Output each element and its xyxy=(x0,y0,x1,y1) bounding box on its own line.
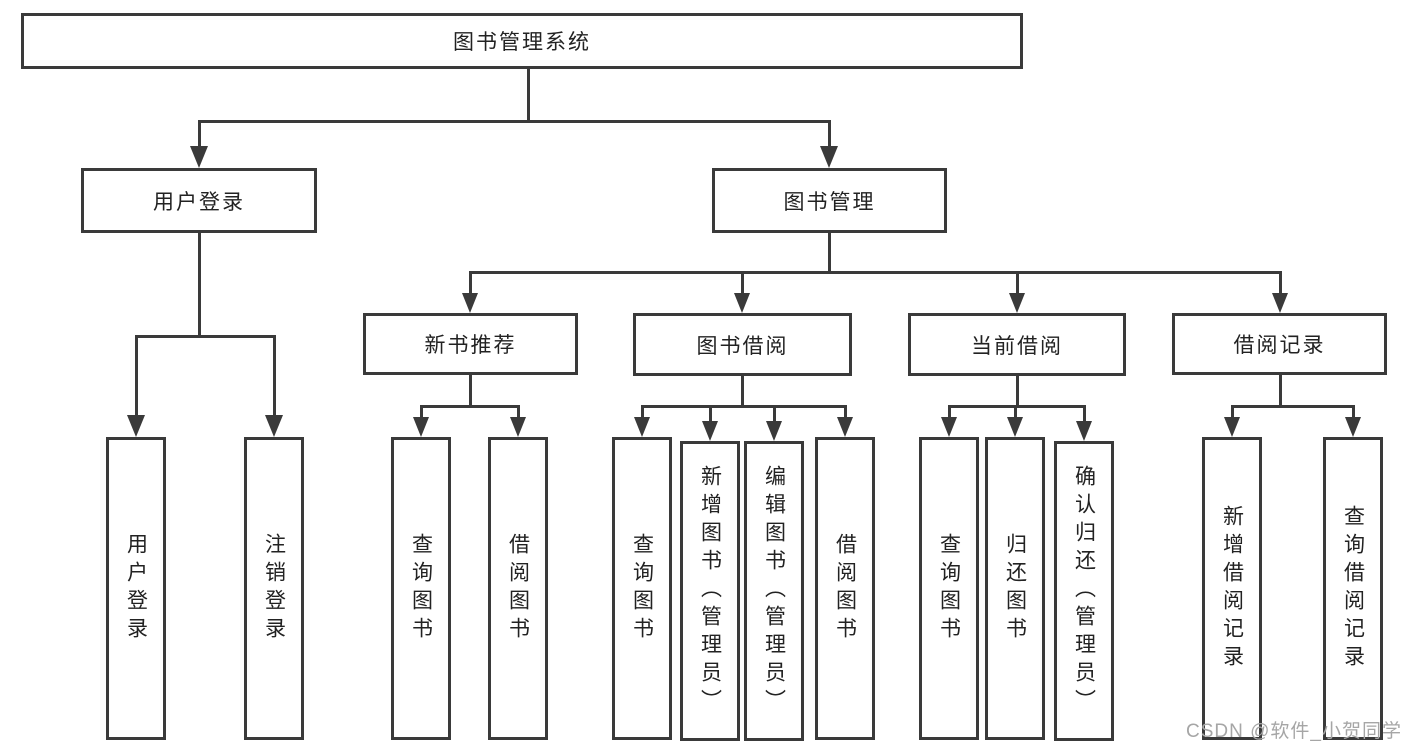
node-label: 借阅记录 xyxy=(1233,334,1326,357)
node-label: 图书借阅 xyxy=(696,334,789,358)
connector-line xyxy=(1278,271,1282,293)
arrowhead-down-icon xyxy=(766,421,782,441)
connector-line xyxy=(708,405,712,421)
connector-line xyxy=(134,335,276,338)
connector-line xyxy=(197,120,201,146)
arrowhead-down-icon xyxy=(1007,417,1023,437)
leaf-label: 查询图书 xyxy=(937,532,961,645)
leaf-add-borrow-record: 新增借阅记录 xyxy=(1202,437,1262,740)
leaf-borrow-books-recommend: 借阅图书 xyxy=(488,437,548,740)
leaf-confirm-return-admin: 确认归还（管理员） xyxy=(1054,441,1114,741)
arrowhead-down-icon xyxy=(510,417,526,437)
arrowhead-down-icon xyxy=(190,146,208,168)
connector-line xyxy=(947,405,1086,408)
connector-line xyxy=(1015,375,1019,408)
arrowhead-down-icon xyxy=(1224,417,1240,437)
node-current-borrowing: 当前借阅 xyxy=(908,313,1126,376)
connector-line xyxy=(419,405,520,408)
connector-line xyxy=(1013,405,1017,417)
node-book-management: 图书管理 xyxy=(712,168,947,233)
arrowhead-down-icon xyxy=(1272,293,1288,313)
leaf-label: 查询图书 xyxy=(630,532,654,645)
connector-line xyxy=(1230,405,1355,408)
leaf-query-books-borrowing: 查询图书 xyxy=(612,437,672,740)
connector-line xyxy=(1351,405,1355,417)
arrowhead-down-icon xyxy=(837,417,853,437)
connector-line xyxy=(468,375,472,408)
leaf-logout: 注销登录 xyxy=(244,437,304,740)
connector-line xyxy=(1278,375,1282,408)
node-book-borrowing: 图书借阅 xyxy=(633,313,852,376)
arrowhead-down-icon xyxy=(702,421,718,441)
connector-line xyxy=(419,405,423,417)
leaf-query-books-recommend: 查询图书 xyxy=(391,437,451,740)
node-borrowing-records: 借阅记录 xyxy=(1172,313,1387,375)
arrowhead-down-icon xyxy=(462,293,478,313)
connector-line xyxy=(197,233,201,338)
connector-line xyxy=(640,405,644,417)
connector-line xyxy=(740,375,744,408)
node-label: 用户登录 xyxy=(153,190,245,214)
node-user-login: 用户登录 xyxy=(81,168,317,233)
leaf-label: 确认归还（管理员） xyxy=(1072,465,1096,717)
leaf-label: 借阅图书 xyxy=(833,532,857,645)
arrowhead-down-icon xyxy=(1076,421,1092,441)
leaf-label: 注销登录 xyxy=(262,532,286,645)
connector-line xyxy=(526,69,530,123)
arrowhead-down-icon xyxy=(734,293,750,313)
arrowhead-down-icon xyxy=(820,146,838,168)
csdn-watermark: CSDN @软件_小贺同学 xyxy=(1186,721,1402,742)
connector-line xyxy=(827,233,831,274)
leaf-label: 查询图书 xyxy=(409,532,433,645)
leaf-borrow-books: 借阅图书 xyxy=(815,437,875,740)
leaf-label: 归还图书 xyxy=(1003,532,1027,645)
leaf-query-books-current: 查询图书 xyxy=(919,437,979,740)
leaf-edit-book-admin: 编辑图书（管理员） xyxy=(744,441,804,741)
leaf-label: 新增图书（管理员） xyxy=(698,465,722,717)
leaf-user-login: 用户登录 xyxy=(106,437,166,740)
connector-line xyxy=(134,335,138,415)
arrowhead-down-icon xyxy=(941,417,957,437)
arrowhead-down-icon xyxy=(1345,417,1361,437)
node-new-book-recommendation: 新书推荐 xyxy=(363,313,578,375)
connector-line xyxy=(516,405,520,417)
connector-line xyxy=(1230,405,1234,417)
arrowhead-down-icon xyxy=(265,415,283,437)
leaf-query-borrow-record: 查询借阅记录 xyxy=(1323,437,1383,740)
node-label: 图书管理系统 xyxy=(453,31,591,54)
leaf-label: 借阅图书 xyxy=(506,532,530,645)
connector-line xyxy=(827,120,831,146)
connector-line xyxy=(740,271,744,293)
connector-line xyxy=(947,405,951,417)
connector-line xyxy=(1015,271,1019,293)
arrowhead-down-icon xyxy=(1009,293,1025,313)
connector-line xyxy=(468,271,1282,274)
leaf-label: 编辑图书（管理员） xyxy=(762,465,786,717)
connector-line xyxy=(772,405,776,421)
connector-line xyxy=(1082,405,1086,421)
connector-line xyxy=(272,335,276,415)
arrowhead-down-icon xyxy=(634,417,650,437)
node-label: 图书管理 xyxy=(783,190,876,214)
connector-line xyxy=(197,120,831,123)
leaf-label: 新增借阅记录 xyxy=(1220,504,1244,673)
connector-line xyxy=(843,405,847,417)
arrowhead-down-icon xyxy=(127,415,145,437)
leaf-label: 用户登录 xyxy=(124,532,148,645)
leaf-return-book: 归还图书 xyxy=(985,437,1045,740)
arrowhead-down-icon xyxy=(413,417,429,437)
leaf-label: 查询借阅记录 xyxy=(1341,504,1365,673)
connector-line xyxy=(468,271,472,293)
node-library-management-system: 图书管理系统 xyxy=(21,13,1023,69)
leaf-add-book-admin: 新增图书（管理员） xyxy=(680,441,740,741)
node-label: 当前借阅 xyxy=(971,334,1063,358)
node-label: 新书推荐 xyxy=(424,334,517,357)
connector-line xyxy=(640,405,847,408)
